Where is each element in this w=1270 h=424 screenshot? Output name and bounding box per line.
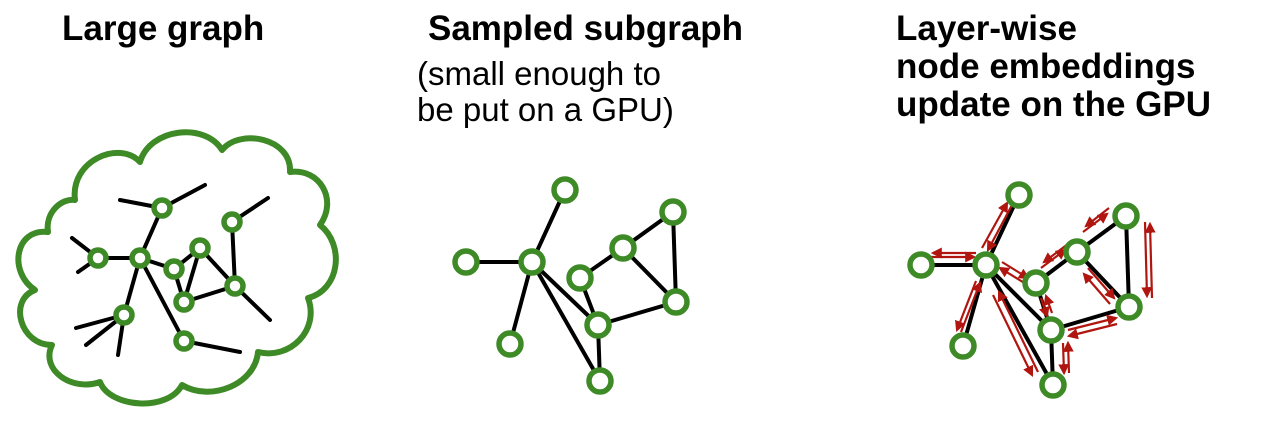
graph-node (129, 247, 151, 269)
graph-node (173, 291, 195, 313)
graph-node (609, 234, 637, 262)
subtitle-line-1: (small enough to (417, 55, 661, 92)
graph-node (972, 251, 1000, 279)
sampled-subgraph-subtitle: (small enough to be put on a GPU) (417, 56, 674, 128)
cloud-outline (15, 129, 339, 407)
title-line-3: update on the GPU (896, 85, 1211, 124)
graph-node (518, 248, 546, 276)
graph-node (1037, 316, 1065, 344)
graph-node (1115, 293, 1143, 321)
graph-node (1005, 181, 1033, 209)
layer-wise-update-title: Layer-wise node embeddings update on the… (896, 10, 1211, 124)
subgraph-nodes (452, 176, 690, 395)
graph-node (1039, 371, 1067, 399)
graph-node (566, 264, 594, 292)
update-nodes (907, 181, 1143, 399)
sampled-subgraph-panel (452, 176, 690, 395)
graph-node (1022, 269, 1050, 297)
large-graph-panel (15, 129, 339, 407)
graph-node (151, 197, 173, 219)
graph-node (189, 237, 211, 259)
graph-node (452, 248, 480, 276)
graph-node (584, 311, 612, 339)
large-graph-title: Large graph (62, 9, 265, 48)
graph-node (87, 247, 109, 269)
graph-node (496, 330, 524, 358)
graph-node (163, 258, 185, 280)
graph-node (551, 176, 579, 204)
graph-node (949, 332, 977, 360)
graph-node (586, 367, 614, 395)
graph-node (1063, 238, 1091, 266)
graph-node (224, 275, 246, 297)
graph-node (662, 288, 690, 316)
sampled-subgraph-title: Sampled subgraph (428, 9, 744, 48)
graph-node (173, 330, 195, 352)
graph-node (907, 251, 935, 279)
layer-wise-panel (907, 181, 1156, 399)
graph-node (221, 211, 243, 233)
graph-node (659, 198, 687, 226)
subtitle-line-2: be put on a GPU) (417, 91, 674, 128)
title-line-1: Layer-wise (896, 9, 1077, 48)
graph-node (113, 304, 135, 326)
graph-node (1112, 202, 1140, 230)
large-graph-nodes (87, 197, 246, 352)
message-arrows (930, 201, 1156, 377)
title-line-2: node embeddings (896, 47, 1196, 86)
